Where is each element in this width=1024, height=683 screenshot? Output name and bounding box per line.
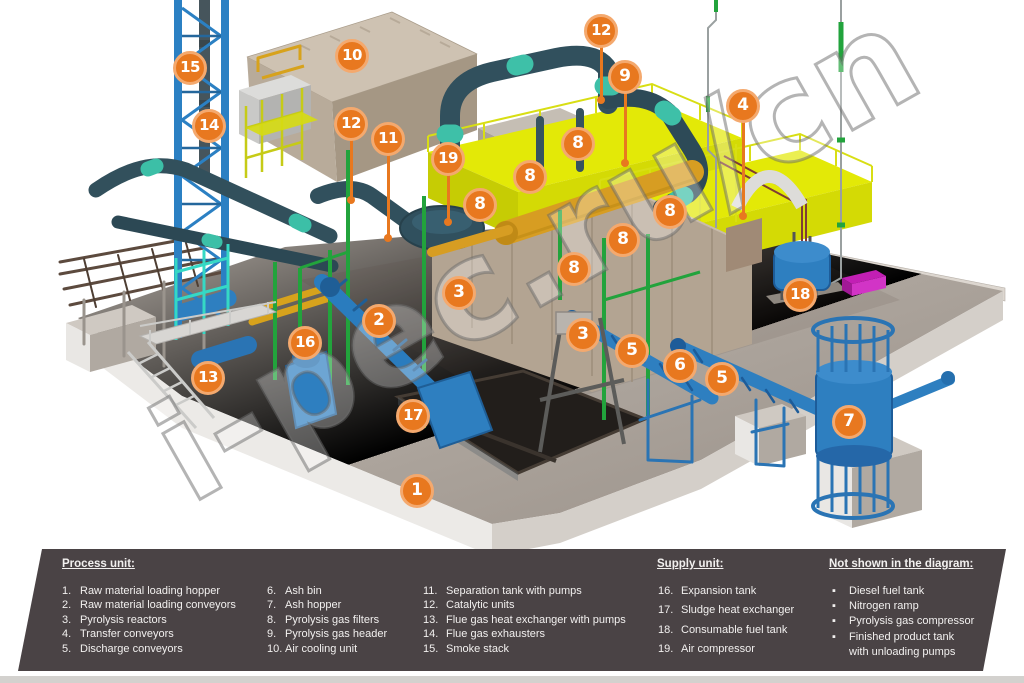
legend-item: 14.Flue gas exhausters	[423, 628, 546, 641]
marker-leader-dot	[444, 218, 452, 226]
legend-item: 10.Air cooling unit	[267, 642, 358, 655]
legend-item: 19.Air compressor	[658, 642, 755, 655]
equipment-marker-10: 10	[335, 39, 369, 73]
equipment-marker-7: 7	[832, 405, 866, 439]
equipment-marker-3: 3	[566, 318, 600, 352]
legend-header-process: Process unit:	[62, 558, 135, 570]
legend-header-supply: Supply unit:	[657, 558, 724, 570]
equipment-marker-13: 13	[191, 361, 225, 395]
legend-panel: Process unit: 1.Raw material loading hop…	[18, 549, 1006, 671]
legend-item: 2.Raw material loading conveyors	[62, 599, 236, 612]
legend-item: 17.Sludge heat exchanger	[658, 604, 795, 617]
legend-process-col3: 11.Separation tank with pumps 12.Catalyti…	[423, 584, 626, 656]
equipment-marker-19: 19	[431, 142, 465, 176]
marker-leader-dot	[347, 196, 355, 204]
flue-gas-pipes	[88, 158, 339, 273]
equipment-marker-15: 15	[173, 51, 207, 85]
legend-item: 15.Smoke stack	[423, 642, 509, 655]
bottom-border-strip	[0, 676, 1024, 683]
legend-item: 1.Raw material loading hopper	[62, 585, 221, 597]
equipment-marker-3: 3	[442, 276, 476, 310]
legend-item: 5.Discharge conveyors	[62, 642, 183, 655]
yellow-access-frame	[244, 88, 318, 178]
access-stairs	[126, 301, 278, 430]
legend-item: 9.Pyrolysis gas header	[267, 628, 388, 641]
legend-item: 12.Catalytic units	[423, 599, 515, 612]
overhead-utility-lines	[706, 0, 845, 291]
marker-leader-dot	[739, 212, 747, 220]
equipment-marker-8: 8	[463, 188, 497, 222]
marker-leader-line	[623, 77, 627, 163]
legend-item: 4.Transfer conveyors	[62, 628, 174, 641]
equipment-marker-8: 8	[513, 160, 547, 194]
legend-item: 16.Expansion tank	[658, 585, 757, 597]
equipment-marker-14: 14	[192, 109, 226, 143]
legend-item: 13.Flue gas heat exchanger with pumps	[423, 613, 626, 626]
marker-leader-line	[599, 31, 603, 100]
equipment-marker-2: 2	[362, 304, 396, 338]
legend-item: ▪Nitrogen ramp	[832, 600, 919, 613]
legend-header-not-shown: Not shown in the diagram:	[829, 558, 974, 570]
pipe-rack	[58, 236, 230, 368]
equipment-marker-18: 18	[783, 278, 817, 312]
marker-leader-line	[741, 106, 745, 216]
marker-leader-line	[446, 159, 450, 222]
equipment-marker-8: 8	[606, 223, 640, 257]
legend-item: ▪Diesel fuel tank	[832, 585, 925, 597]
legend-item: ▪Pyrolysis gas compressor	[832, 615, 975, 628]
equipment-marker-5: 5	[615, 334, 649, 368]
equipment-marker-17: 17	[396, 399, 430, 433]
marker-leader-dot	[621, 159, 629, 167]
equipment-marker-1: 1	[400, 474, 434, 508]
equipment-marker-12: 12	[334, 107, 368, 141]
legend-item: 8.Pyrolysis gas filters	[267, 613, 380, 626]
legend-item: 7.Ash hopper	[267, 599, 342, 612]
equipment-marker-11: 11	[371, 122, 405, 156]
legend-item: 11.Separation tank with pumps	[423, 585, 582, 597]
marker-leader-line	[349, 124, 353, 200]
legend-item: 6.Ash bin	[267, 585, 322, 597]
legend-supply-col: 16.Expansion tank 17.Sludge heat exchange…	[658, 584, 794, 661]
equipment-marker-8: 8	[653, 195, 687, 229]
legend-item: 3.Pyrolysis reactors	[62, 613, 167, 626]
equipment-marker-16: 16	[288, 326, 322, 360]
equipment-marker-5: 5	[705, 362, 739, 396]
equipment-marker-8: 8	[561, 127, 595, 161]
equipment-marker-12: 12	[584, 14, 618, 48]
equipment-marker-9: 9	[608, 60, 642, 94]
legend-item: ▪Finished product tank with unloading pu…	[832, 630, 956, 658]
catalytic-units-pipes	[310, 45, 708, 230]
marker-leader-line	[386, 139, 390, 238]
marker-leader-dot	[597, 96, 605, 104]
legend-item: 18.Consumable fuel tank	[658, 623, 788, 636]
equipment-marker-8: 8	[557, 252, 591, 286]
equipment-marker-6: 6	[663, 349, 697, 383]
magenta-block	[842, 270, 886, 296]
legend-not-shown-col: ▪Diesel fuel tank ▪Nitrogen ramp ▪Pyrolysi…	[832, 584, 974, 660]
equipment-marker-4: 4	[726, 89, 760, 123]
legend-process-col1: 1.Raw material loading hopper 2.Raw mater…	[62, 584, 236, 656]
marker-leader-dot	[384, 234, 392, 242]
